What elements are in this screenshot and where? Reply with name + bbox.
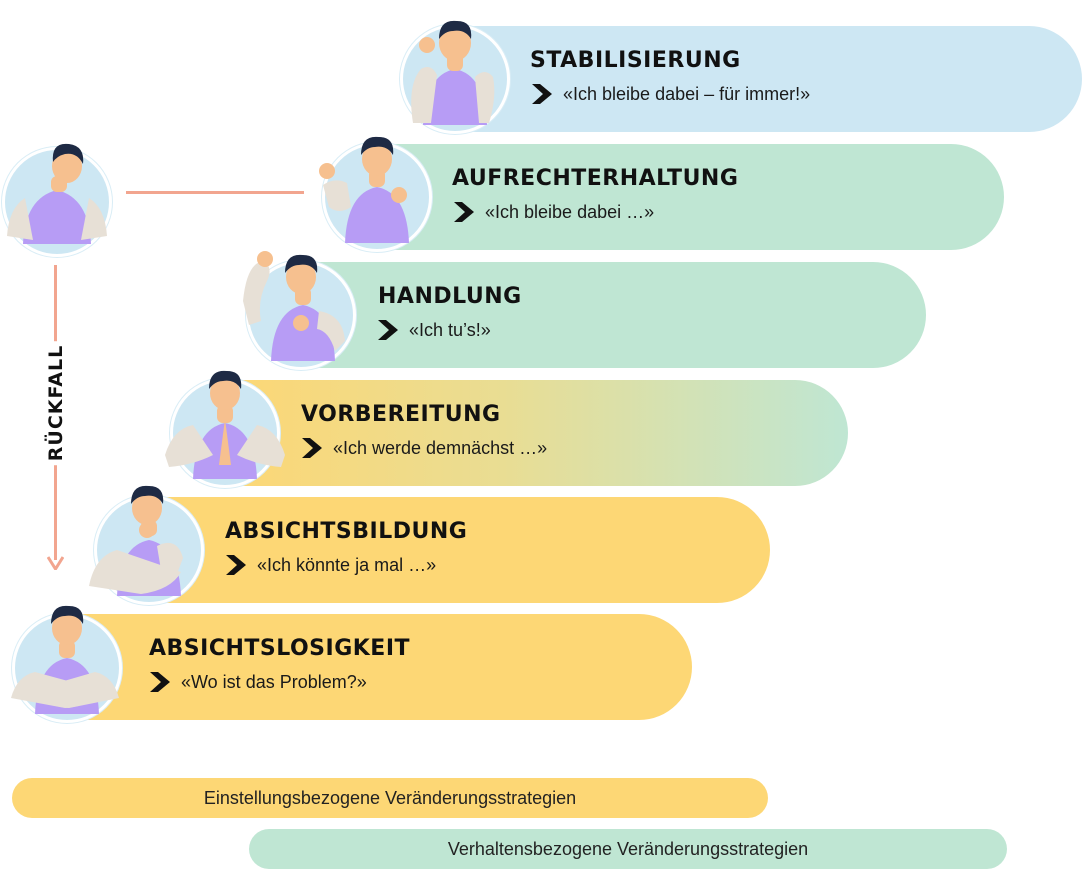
stage-bar-handlung: HANDLUNG «Ich tu’s!» [298,262,926,368]
stage-title: STABILISIERUNG [530,48,741,73]
chevron-right-icon [226,555,246,575]
stage-title: AUFRECHTERHALTUNG [452,166,739,191]
person-avatar-handlung [243,251,356,370]
person-avatar-vorbereitung [165,370,285,488]
legend-label: Verhaltensbezogene Veränderungsstrategie… [447,838,809,859]
person-ok-gesture-icon [411,20,495,125]
stage-bar-absichtsbildung: ABSICHTSBILDUNG «Ich könnte ja mal …» [146,497,770,603]
chevron-right-icon [532,84,552,104]
stage-quote: «Ich bleibe dabei …» [485,201,655,222]
person-avatar-absichtsbildung [89,485,204,605]
legend-behavior-strategies: Verhaltensbezogene Veränderungsstrategie… [249,829,1007,869]
stage-title: HANDLUNG [378,284,522,309]
legend-attitude-strategies: Einstellungsbezogene Veränderungsstrateg… [12,778,768,818]
person-praying-hands-icon [165,370,285,479]
chevron-right-icon [454,202,474,222]
stage-title: ABSICHTSBILDUNG [225,519,468,544]
stage-quote: «Ich könnte ja mal …» [257,554,437,575]
person-sad-icon [7,143,107,244]
chevron-right-icon [302,438,322,458]
person-avatar-absichtslosigkeit [11,605,122,723]
relapse-connector-horizontal [126,191,304,194]
stage-title: VORBEREITUNG [301,402,501,427]
stage-bar-aufrechterhaltung: AUFRECHTERHALTUNG «Ich bleibe dabei …» [374,144,1004,250]
stage-bar-stabilisierung: STABILISIERUNG «Ich bleibe dabei – für i… [450,26,1082,132]
person-avatar-relapse [2,143,112,257]
stage-bar-absichtslosigkeit: ABSICHTSLOSIGKEIT «Wo ist das Problem?» [70,614,692,720]
stage-bar-vorbereitung: VORBEREITUNG «Ich werde demnächst …» [222,380,848,486]
stage-title: ABSICHTSLOSIGKEIT [149,636,411,661]
stage-quote: «Ich bleibe dabei – für immer!» [563,83,811,104]
stage-quote: «Wo ist das Problem?» [181,671,367,692]
person-avatar-aufrechterhaltung [319,136,432,252]
stage-quote: «Ich werde demnächst …» [333,437,548,458]
relapse-label: RÜCKFALL [45,340,67,466]
person-avatar-stabilisierung [400,20,510,134]
chevron-right-icon [150,672,170,692]
legend-label: Einstellungsbezogene Veränderungsstrateg… [203,787,577,808]
arrow-down-icon [47,556,64,570]
person-pointing-icon [319,136,409,243]
stage-quote: «Ich tu’s!» [409,319,491,340]
person-fist-icon [243,251,345,361]
person-arms-crossed-icon [11,605,119,714]
person-thinking-icon [89,485,183,596]
chevron-right-icon [378,320,398,340]
